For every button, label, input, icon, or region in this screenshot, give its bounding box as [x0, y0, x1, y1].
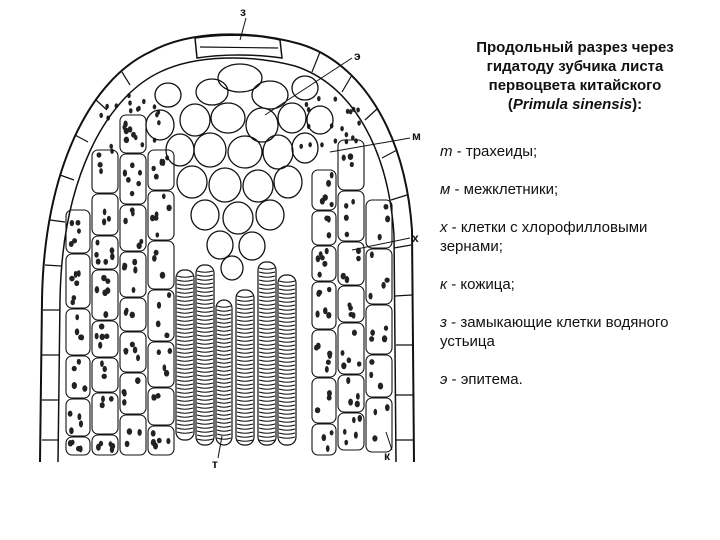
mesophyll-cells [65, 114, 393, 456]
title-line-2: гидатоду зубчика листа [486, 58, 664, 75]
label-e: э [354, 49, 361, 63]
title-latin-name: Primula sinensis [512, 96, 633, 113]
epidermis-cells [42, 51, 414, 441]
legend-item-x: х - клетки с хлорофилловыми зернами; [440, 219, 648, 255]
title-line-1: Продольный разрез через [476, 39, 674, 56]
legend-item-z: з - замыкающие клетки водяного устьица [440, 314, 669, 350]
epidermis-outer-outline [39, 33, 415, 463]
legend-item-e: э - эпитема. [440, 371, 523, 388]
legend-item-m: м - межклетники; [440, 181, 559, 198]
water-stoma-pore [199, 46, 279, 49]
legend-item-t: т - трахеиды; [440, 143, 538, 160]
label-z: з [240, 5, 246, 19]
label-m: м [412, 129, 421, 143]
legend-item-k: к - кожица; [440, 276, 515, 293]
epithem-cells [145, 63, 334, 281]
epidermis-inner-outline [57, 57, 397, 463]
label-k: к [384, 449, 391, 463]
title-line-3: первоцвета китайского [488, 77, 662, 94]
leader-lines [217, 17, 411, 459]
title-line-4: (Primula sinensis): [507, 96, 643, 113]
chloroplast-grains [67, 92, 391, 454]
hydathode-section-diagram: з э м х т к [39, 5, 421, 470]
label-x: х [412, 231, 419, 245]
label-t: т [212, 457, 218, 470]
tracheids [175, 261, 297, 446]
diagram-title: Продольный разрез через гидатоду зубчика… [440, 38, 710, 114]
legend: т - трахеиды; м - межклетники; х - клетк… [440, 142, 710, 408]
water-stoma [194, 34, 283, 59]
